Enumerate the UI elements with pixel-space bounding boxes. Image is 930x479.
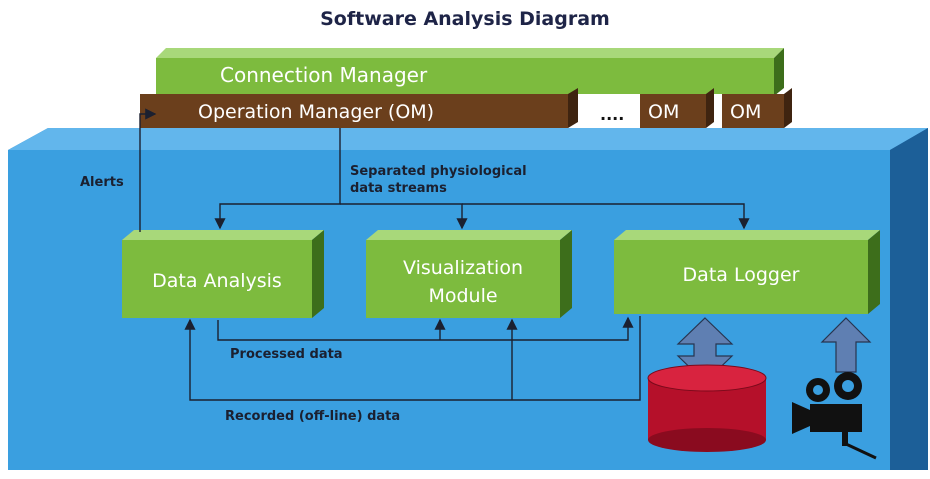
database-icon — [647, 364, 767, 452]
operation-manager-bar: Operation Manager (OM) — [140, 88, 578, 128]
om-box-1: OM — [640, 88, 714, 128]
processed-data-label: Processed data — [230, 347, 343, 362]
visualization-label-line1: Visualization — [403, 257, 523, 279]
connectors — [139, 108, 750, 401]
stream-to-analysis — [214, 128, 341, 230]
separated-streams-label-line2: data streams — [350, 181, 447, 196]
up-arrow-icon — [820, 317, 872, 373]
connection-manager-bar: Connection Manager — [156, 48, 784, 96]
alerts-label: Alerts — [80, 175, 124, 190]
alerts-connector — [139, 108, 157, 232]
stream-to-logger — [462, 203, 750, 230]
processed-to-logger — [217, 316, 634, 341]
data-logger-module: Data Logger — [614, 230, 880, 314]
diagram-title: Software Analysis Diagram — [320, 8, 610, 30]
recorded-to-analysis — [184, 316, 641, 401]
data-analysis-module: Data Analysis — [122, 230, 324, 318]
data-logger-label: Data Logger — [683, 264, 800, 286]
om-box-2: OM — [722, 88, 792, 128]
visualization-label-line2: Module — [428, 285, 497, 307]
data-analysis-label: Data Analysis — [152, 270, 282, 292]
om-box-2-label: OM — [730, 101, 761, 123]
operation-manager-label: Operation Manager (OM) — [198, 101, 434, 123]
ellipsis: .... — [600, 105, 624, 124]
visualization-module: Visualization Module — [366, 230, 572, 318]
om-box-1-label: OM — [648, 101, 679, 123]
connection-manager-label: Connection Manager — [220, 63, 428, 87]
camera-icon — [792, 372, 877, 460]
separated-streams-label-line1: Separated physiological — [350, 164, 527, 179]
recorded-data-label: Recorded (off-line) data — [225, 409, 400, 424]
